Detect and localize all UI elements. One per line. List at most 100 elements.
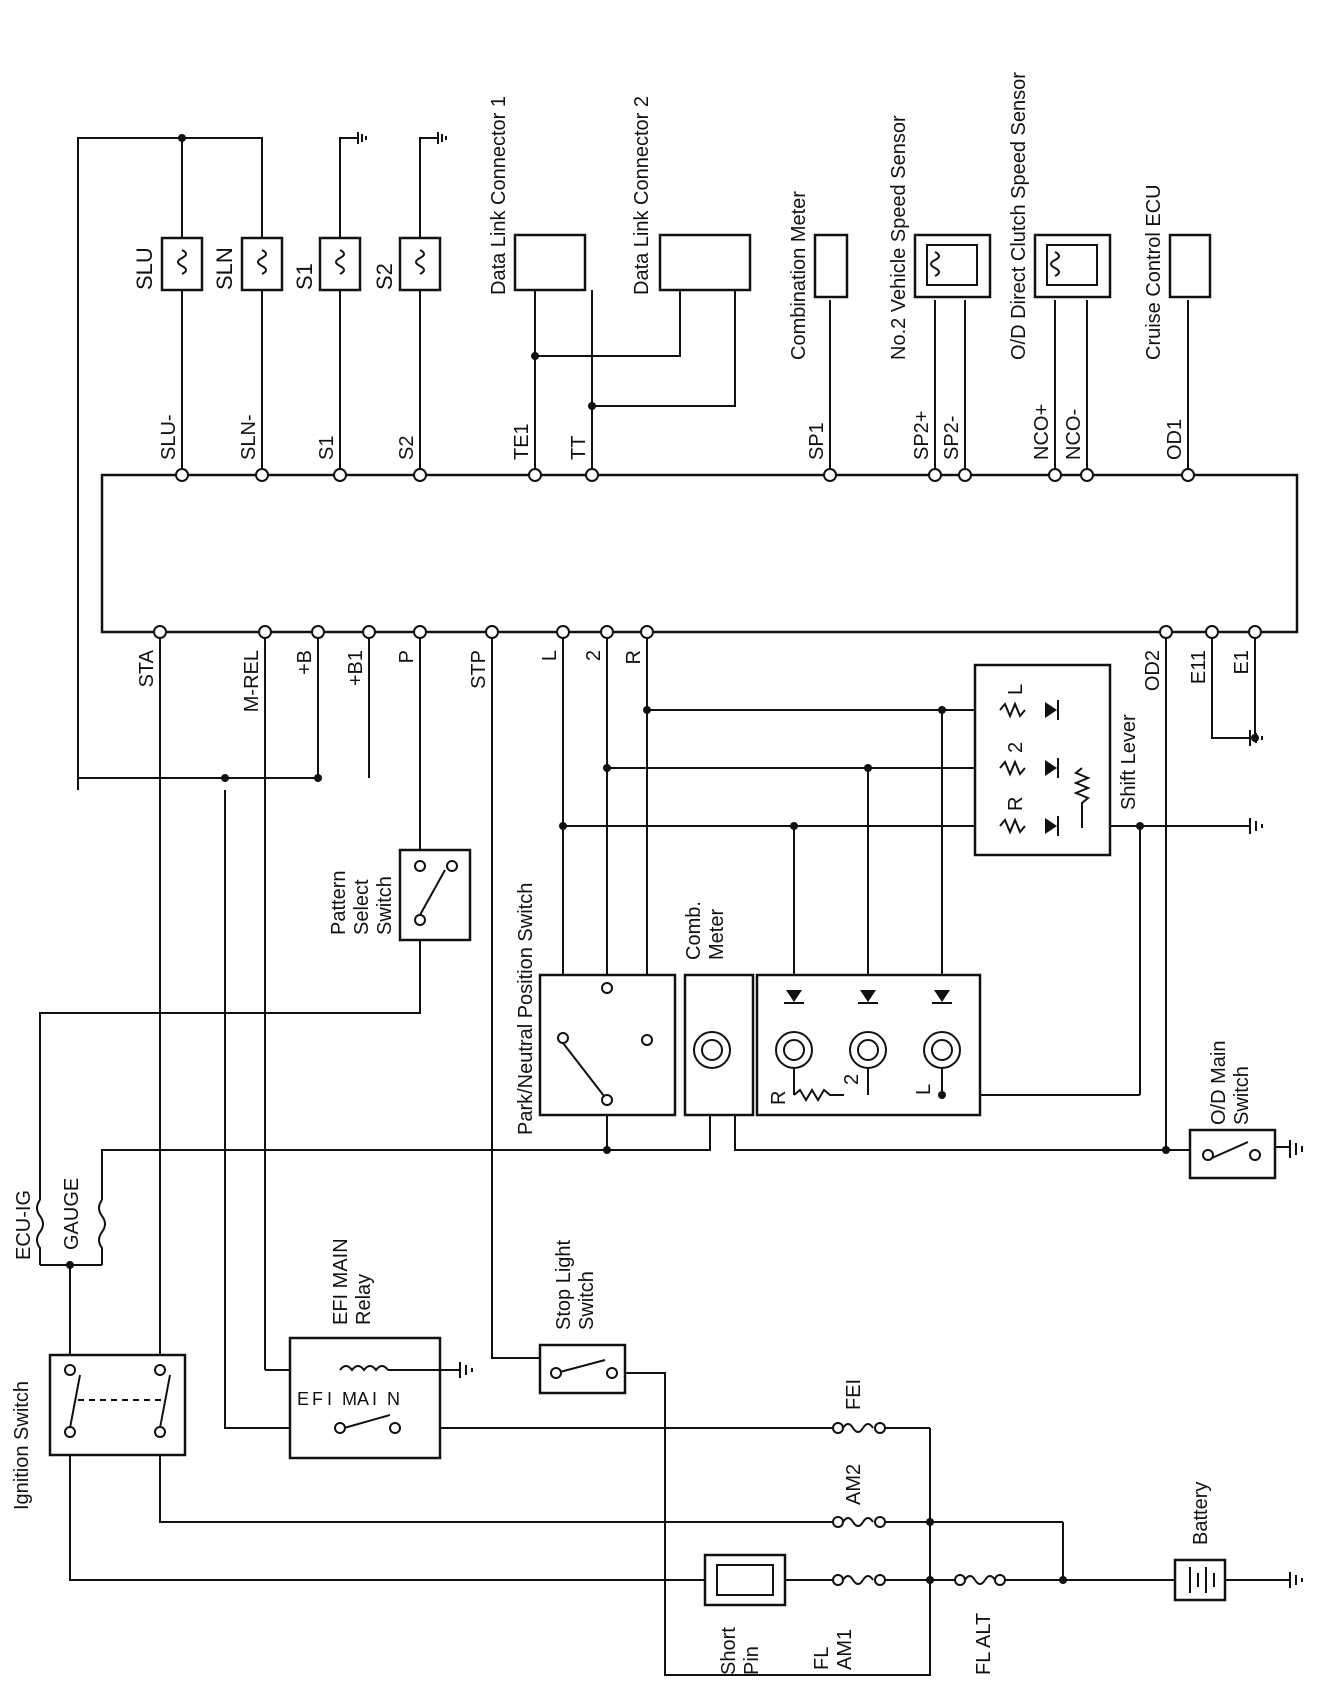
svg-text:S1: S1 (292, 263, 317, 290)
svg-text:Pin: Pin (741, 1646, 763, 1675)
efi-main-relay: EFI MAIN Relay E F I M A I N (288, 1238, 460, 1460)
svg-text:FL: FL (811, 1647, 833, 1670)
terminal-plus-b1: +B1 (345, 650, 367, 686)
terminal-sta: STA (136, 649, 158, 687)
svg-text:Select: Select (351, 879, 373, 935)
svg-text:FEI: FEI (843, 1379, 865, 1410)
terminal-sp1: SP1 (806, 422, 828, 460)
svg-text:No.2 Vehicle Speed Sensor: No.2 Vehicle Speed Sensor (888, 115, 910, 360)
svg-text:Relay: Relay (353, 1274, 375, 1325)
no2-vehicle-speed-sensor: No.2 Vehicle Speed Sensor (888, 115, 992, 360)
terminal-p: P (396, 650, 418, 663)
svg-text:F: F (312, 1389, 323, 1409)
od-direct-clutch-speed-sensor: O/D Direct Clutch Speed Sensor (1008, 72, 1112, 360)
svg-text:Battery: Battery (1190, 1482, 1212, 1545)
svg-text:SLU: SLU (132, 247, 157, 290)
svg-text:Comb.: Comb. (683, 901, 705, 960)
svg-text:Data Link Connector 2: Data Link Connector 2 (631, 96, 653, 295)
svg-text:L: L (1005, 684, 1027, 695)
svg-text:Short: Short (718, 1627, 740, 1675)
svg-text:I: I (372, 1389, 377, 1409)
ecu-top-terminals (175, 468, 1195, 482)
terminal-nco-plus: NCO+ (1031, 404, 1053, 460)
cruise-control-ecu: Cruise Control ECU (1143, 184, 1212, 360)
ecu-bottom-terminals (153, 625, 1262, 639)
fuse-fl-am1: FL AM1 (811, 1574, 886, 1670)
fuse-gauge: GAUGE (61, 1178, 106, 1265)
svg-text:Meter: Meter (706, 909, 728, 960)
combination-meter: Combination Meter (788, 191, 849, 360)
shift-lever: L 2 R Shift Lever (973, 663, 1140, 857)
solenoid-slu: SLU (132, 236, 204, 292)
terminal-nco-minus: NCO- (1063, 409, 1085, 460)
svg-text:M: M (342, 1389, 357, 1409)
fuse-fl-alt: FL ALT (954, 1574, 1006, 1675)
svg-text:R: R (1005, 797, 1027, 811)
svg-text:Combination Meter: Combination Meter (788, 191, 810, 360)
terminal-e11: E11 (1188, 650, 1210, 684)
svg-text:Data Link Connector 1: Data Link Connector 1 (488, 96, 510, 295)
svg-text:Shift Lever: Shift Lever (1118, 714, 1140, 810)
terminal-sp2-plus: SP2+ (911, 411, 933, 460)
terminal-s1: S1 (316, 436, 338, 460)
terminal-l: L (539, 650, 561, 661)
svg-text:Stop Light: Stop Light (553, 1239, 575, 1330)
terminal-s2: S2 (396, 436, 418, 460)
svg-text:Cruise Control ECU: Cruise Control ECU (1143, 184, 1165, 360)
terminal-r: R (623, 650, 645, 664)
fuse-am2: AM2 (832, 1464, 886, 1528)
svg-text:L: L (913, 1084, 935, 1095)
junction-dots (66, 134, 1259, 1584)
svg-text:Ignition Switch: Ignition Switch (11, 1381, 33, 1510)
svg-text:AM2: AM2 (843, 1464, 865, 1505)
terminal-te1: TE1 (511, 423, 533, 460)
svg-text:Switch: Switch (1231, 1066, 1253, 1125)
data-link-connector-2: Data Link Connector 2 (631, 96, 752, 295)
svg-text:GAUGE: GAUGE (61, 1178, 83, 1250)
battery: Battery (1173, 1482, 1227, 1602)
wires (39, 137, 1290, 1676)
ecu-top-labels: SLU- SLN- S1 S2 TE1 TT SP1 SP2+ SP2- NCO… (158, 404, 1186, 460)
solenoid-sln: SLN (212, 236, 284, 292)
solenoid-s1: S1 (292, 236, 362, 292)
svg-text:FL ALT: FL ALT (973, 1613, 995, 1675)
terminal-stp: STP (468, 650, 490, 689)
ignition-switch[interactable]: Ignition Switch (11, 1353, 187, 1510)
svg-text:SLN: SLN (212, 247, 237, 290)
svg-text:Switch: Switch (374, 876, 396, 935)
svg-text:S2: S2 (372, 263, 397, 290)
od-main-switch[interactable]: O/D Main Switch (1188, 1041, 1277, 1180)
terminal-slu: SLU- (158, 414, 180, 460)
terminal-e1: E1 (1231, 650, 1253, 674)
ecu-bottom-labels: STA M-REL +B +B1 P STP L 2 R OD2 E11 E1 (136, 649, 1253, 712)
terminal-m-rel: M-REL (241, 650, 263, 712)
terminal-sp2-minus: SP2- (941, 416, 963, 460)
svg-text:A: A (357, 1389, 369, 1409)
svg-text:O/D Main: O/D Main (1208, 1041, 1230, 1125)
terminal-plus-b: +B (294, 650, 316, 675)
svg-text:E: E (297, 1389, 309, 1409)
svg-text:Switch: Switch (576, 1271, 598, 1330)
data-link-connector-1: Data Link Connector 1 (488, 96, 587, 295)
ground-symbol (459, 730, 1303, 1588)
pattern-select-switch[interactable]: Pattern Select Switch (328, 848, 472, 942)
stop-light-switch[interactable]: Stop Light Switch (538, 1239, 627, 1395)
comb-meter: Comb. Meter (683, 901, 755, 1117)
terminal-2: 2 (583, 650, 605, 661)
svg-text:I: I (327, 1389, 332, 1409)
svg-text:EFI MAIN: EFI MAIN (330, 1238, 352, 1325)
svg-text:ECU-IG: ECU-IG (13, 1190, 35, 1260)
fuse-fei: FEI (832, 1379, 886, 1434)
short-pin: Short Pin (703, 1553, 787, 1675)
park-neutral-position-switch[interactable]: Park/Neutral Position Switch (515, 883, 677, 1135)
svg-text:2: 2 (841, 1074, 863, 1085)
terminal-od1: OD1 (1164, 419, 1186, 460)
fuse-ecu-ig: ECU-IG (13, 1190, 44, 1265)
terminal-od2: OD2 (1142, 650, 1164, 691)
svg-text:O/D Direct Clutch Speed Sensor: O/D Direct Clutch Speed Sensor (1008, 72, 1030, 360)
svg-text:R: R (768, 1091, 790, 1105)
svg-text:Pattern: Pattern (328, 871, 350, 935)
ground-symbol (357, 132, 447, 144)
svg-text:2: 2 (1005, 742, 1027, 753)
